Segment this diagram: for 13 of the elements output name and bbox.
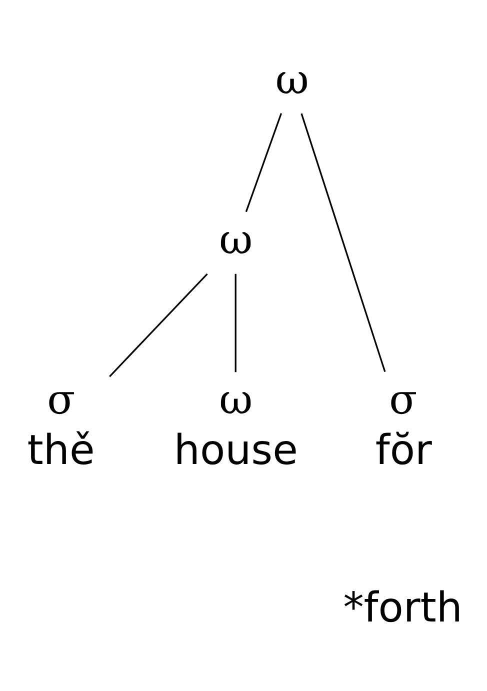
- node-text: ω: [275, 55, 309, 104]
- node-label: house: [174, 426, 298, 474]
- node-label: thě: [27, 426, 95, 474]
- node-text: σ: [47, 375, 76, 424]
- node-text: σ: [389, 375, 418, 424]
- node-label: fŏr: [375, 426, 432, 474]
- label: *forth: [343, 584, 462, 632]
- connector: [109, 273, 208, 378]
- node-text: ω: [219, 375, 253, 424]
- connector: [234, 274, 236, 372]
- connector: [245, 113, 282, 212]
- connector: [300, 113, 386, 372]
- node-text: ω: [219, 216, 253, 264]
